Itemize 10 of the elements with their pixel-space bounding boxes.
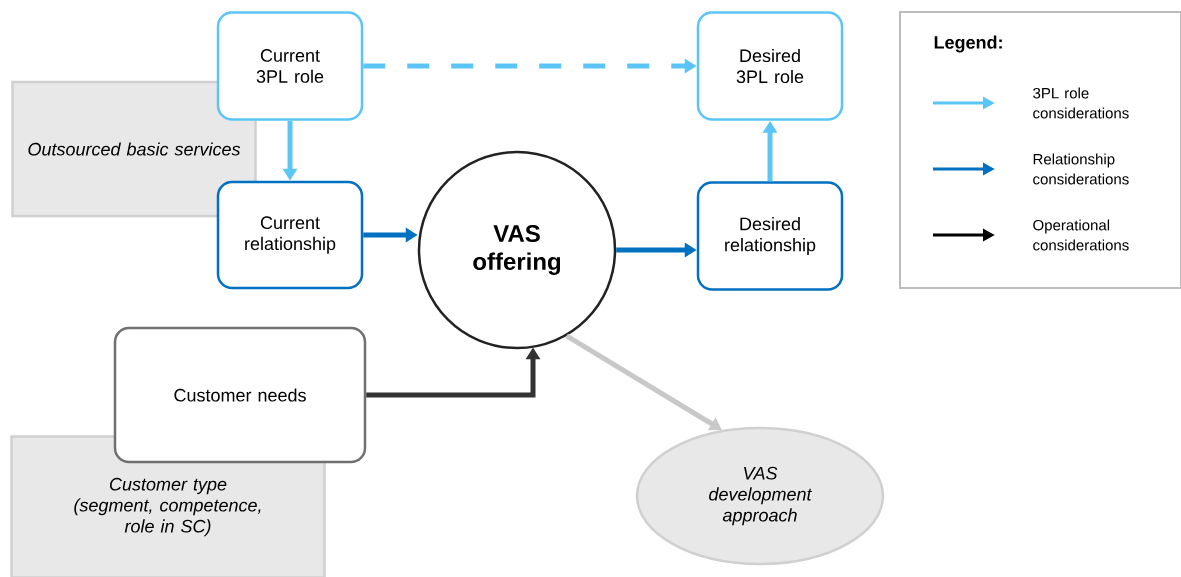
- legend-text: Relationship considerations: [1033, 153, 1129, 185]
- process-box: Desired 3PL role: [696, 11, 844, 121]
- legend-text: 3PL role considerations: [1033, 87, 1129, 119]
- hatched-box: Outsourced basic services: [11, 80, 257, 218]
- process-box: Current 3PL role: [216, 11, 364, 121]
- process-box: Customer needs: [113, 326, 367, 464]
- legend-text: Operational considerations: [1033, 219, 1129, 251]
- process-box: Current relationship: [216, 180, 364, 290]
- legend-title: Legend:: [934, 35, 1002, 53]
- process-box: Desired relationship: [696, 181, 844, 291]
